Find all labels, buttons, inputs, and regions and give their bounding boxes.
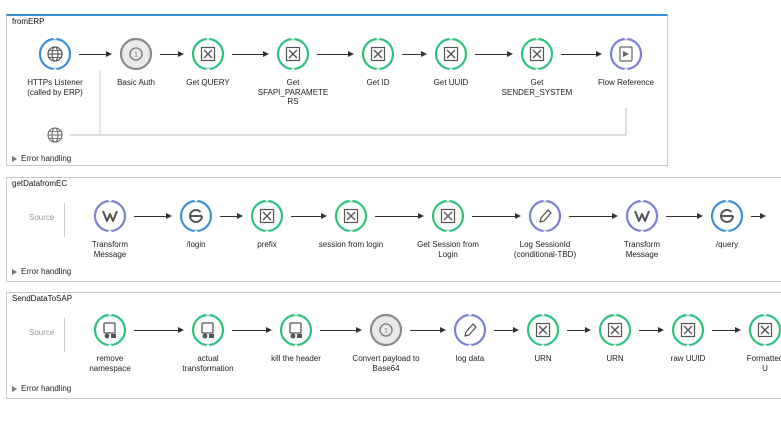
error-handling-label: Error handling: [21, 154, 72, 163]
listener-node-icon[interactable]: [37, 36, 73, 72]
flow-arrow: [220, 212, 243, 220]
flow-title: getDatafromEC: [12, 179, 68, 188]
variable-node-icon[interactable]: [433, 36, 469, 72]
variable-node-icon[interactable]: [275, 36, 311, 72]
flow-getdatafromec[interactable]: getDatafromEC Source Error handling: [6, 177, 781, 282]
node-label: Log SessionId (conditional-TBD): [513, 240, 577, 259]
node-label: Transform Message: [91, 240, 129, 259]
node-label: prefix: [257, 240, 277, 249]
expand-triangle-icon: [12, 268, 17, 275]
logger-node-icon[interactable]: [527, 198, 563, 234]
node-label: /query: [715, 240, 739, 249]
expand-triangle-icon: [12, 385, 17, 392]
error-handling-toggle[interactable]: Error handling: [12, 384, 71, 393]
node-label: actual transformation: [182, 354, 234, 373]
flow-arrow: [712, 326, 741, 334]
source-placeholder[interactable]: Source: [29, 328, 55, 337]
expand-triangle-icon: [12, 155, 17, 162]
variable-node-icon[interactable]: [333, 198, 369, 234]
node-label: Transform Message: [623, 240, 661, 259]
error-handling-label: Error handling: [21, 267, 72, 276]
flow-arrow: [232, 326, 272, 334]
variable-node-icon[interactable]: [525, 312, 561, 348]
node-label: HTTPs Listener (called by ERP): [27, 78, 83, 97]
flowref-node-icon[interactable]: [608, 36, 644, 72]
script-node-icon[interactable]: [278, 312, 314, 348]
variable-node-icon[interactable]: [670, 312, 706, 348]
node-label: Convert payload to Base64: [352, 354, 420, 373]
request-node-icon[interactable]: [178, 198, 214, 234]
script-node-icon[interactable]: [92, 312, 128, 348]
flow-arrow: [320, 326, 362, 334]
flow-arrow: [79, 50, 112, 58]
flow-arrow: [666, 212, 703, 220]
flow-arrow: [494, 326, 519, 334]
flow-senddatatosap[interactable]: SendDataToSAP Source Error handling: [6, 292, 781, 399]
flow-arrow: [375, 212, 424, 220]
node-label: URN: [606, 354, 624, 363]
flow-title: fromERP: [12, 17, 45, 26]
variable-node-icon[interactable]: [249, 198, 285, 234]
source-divider: [64, 318, 65, 352]
node-label: Get UUID: [433, 78, 469, 87]
node-label: raw UUID: [670, 354, 706, 363]
node-label: Get SENDER_SYSTEM: [501, 78, 573, 97]
flow-arrow: [751, 212, 766, 220]
variable-node-icon[interactable]: [747, 312, 781, 348]
node-label: Get SFAPI_PARAMETE RS: [257, 78, 329, 106]
node-label: kill the header: [271, 354, 321, 363]
node-label: Basic Auth: [117, 78, 155, 87]
error-handling-toggle[interactable]: Error handling: [12, 154, 71, 163]
flow-arrow: [410, 326, 446, 334]
flow-arrow: [402, 50, 427, 58]
flow-arrow: [639, 326, 664, 334]
variable-node-icon[interactable]: [519, 36, 555, 72]
auth-node-icon[interactable]: 1: [118, 36, 154, 72]
svg-text:1: 1: [384, 328, 388, 335]
flow-arrow: [569, 212, 618, 220]
variable-node-icon[interactable]: [430, 198, 466, 234]
flow-title: SendDataToSAP: [12, 294, 73, 303]
flow-arrow: [472, 212, 521, 220]
node-label: Get Session from Login: [417, 240, 479, 259]
node-label: /login: [186, 240, 206, 249]
node-label: session from login: [318, 240, 384, 249]
svg-text:1: 1: [134, 52, 138, 59]
transform-node-icon[interactable]: [92, 198, 128, 234]
node-label: Formatted U: [746, 354, 781, 373]
node-label: Get ID: [366, 78, 390, 87]
script-node-icon[interactable]: [190, 312, 226, 348]
request-node-icon[interactable]: [709, 198, 745, 234]
flow-arrow: [232, 50, 269, 58]
variable-node-icon[interactable]: [190, 36, 226, 72]
node-label: URN: [534, 354, 552, 363]
transform-node-icon[interactable]: [624, 198, 660, 234]
source-placeholder[interactable]: Source: [29, 213, 55, 222]
encoder-node-icon[interactable]: 1: [368, 312, 404, 348]
node-label: Get QUERY: [186, 78, 230, 87]
flow-arrow: [160, 50, 184, 58]
node-label: log data: [455, 354, 485, 363]
flow-arrow: [561, 50, 602, 58]
source-divider: [64, 203, 65, 237]
flow-arrow: [134, 212, 172, 220]
error-handling-label: Error handling: [21, 384, 72, 393]
variable-node-icon[interactable]: [360, 36, 396, 72]
logger-node-icon[interactable]: [452, 312, 488, 348]
flow-arrow: [567, 326, 591, 334]
flow-arrow: [134, 326, 184, 334]
flow-arrow: [291, 212, 327, 220]
response-globe-icon[interactable]: [46, 126, 64, 144]
flow-fromerp[interactable]: fromERP Error handling: [6, 14, 668, 166]
flow-arrow: [317, 50, 354, 58]
variable-node-icon[interactable]: [597, 312, 633, 348]
flow-arrow: [475, 50, 513, 58]
error-handling-toggle[interactable]: Error handling: [12, 267, 71, 276]
node-label: Flow Reference: [597, 78, 655, 87]
node-label: remove namespace: [89, 354, 131, 373]
